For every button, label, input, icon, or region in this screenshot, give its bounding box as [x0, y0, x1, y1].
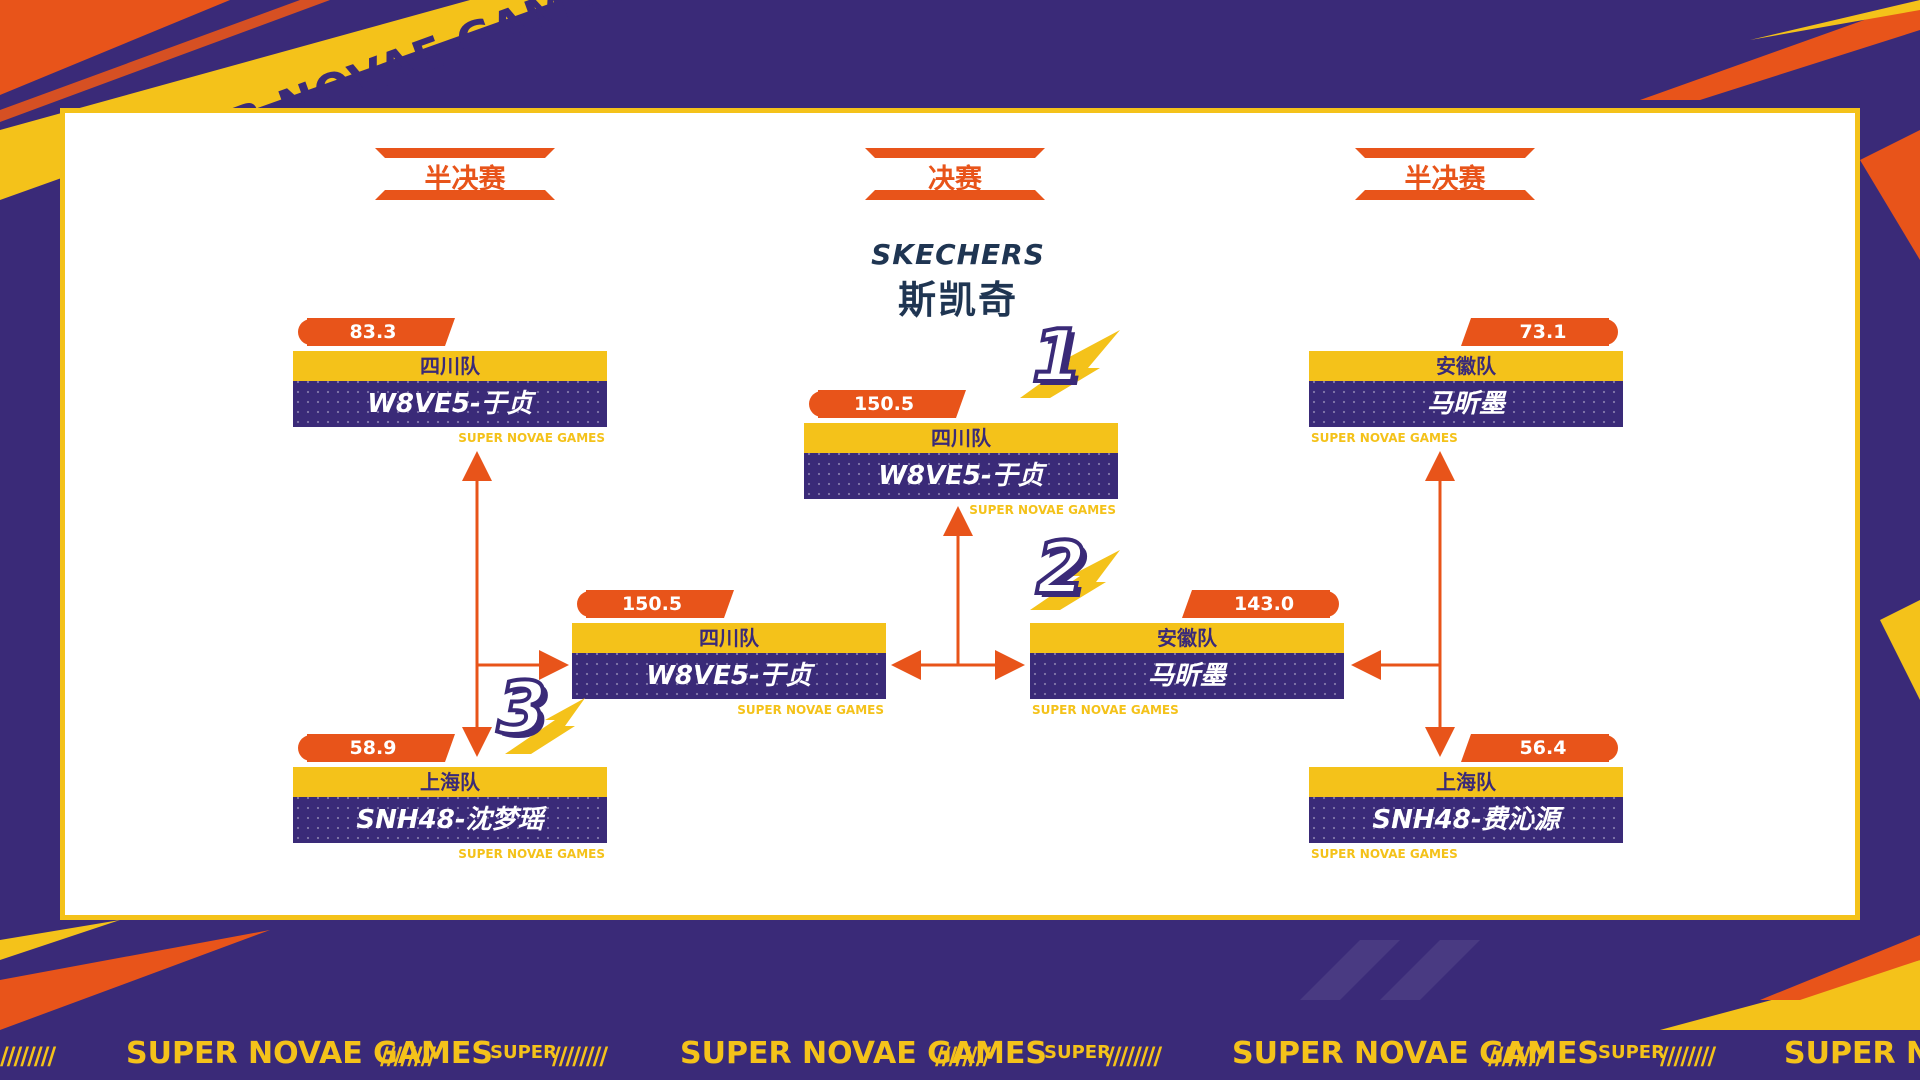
- score-value: 73.1: [1519, 321, 1567, 343]
- rank-number: 1: [1030, 312, 1084, 400]
- hatch-deco: ////////: [1488, 1042, 1544, 1070]
- score-tab: 56.4: [1453, 734, 1623, 762]
- lightning-bolt-icon: [505, 698, 585, 754]
- rank-badge-first: 1: [1010, 312, 1120, 400]
- team-name: 四川队: [293, 351, 607, 381]
- stage-label: 决赛: [928, 164, 982, 195]
- player-name-bar: SNH48-沈梦瑶: [293, 797, 607, 843]
- team-name: 安徽队: [1030, 623, 1344, 653]
- player-card-semi-left-top: 83.3 四川队 W8VE5-于贞 SUPER NOVAE GAMES: [293, 318, 607, 452]
- score-tab: 150.5: [572, 590, 742, 618]
- hatch-deco: ////////: [552, 1042, 608, 1070]
- player-name: SNH48-沈梦瑶: [356, 805, 544, 835]
- card-watermark: SUPER NOVAE GAMES: [737, 703, 884, 717]
- banner-text: SUPER NOVAE GAMES: [126, 1036, 493, 1071]
- banner-text: SUPER NOVAE GAMES: [1232, 1036, 1599, 1071]
- player-name-bar: SNH48-费沁源: [1309, 797, 1623, 843]
- card-watermark: SUPER NOVAE GAMES: [458, 431, 605, 445]
- hatch-deco: ////////: [935, 1042, 991, 1070]
- flame-score-icon: [1461, 734, 1618, 762]
- player-name: SNH48-费沁源: [1372, 805, 1560, 835]
- player-name: W8VE5-于贞: [646, 661, 812, 691]
- banner-mini-logo: SUPER: [1598, 1042, 1665, 1063]
- flame-score-icon: [298, 734, 455, 762]
- team-name: 上海队: [1309, 767, 1623, 797]
- card-watermark: SUPER NOVAE GAMES: [1311, 431, 1458, 445]
- stage-header-left: 半决赛: [375, 148, 555, 200]
- sponsor-name-en: SKECHERS: [871, 238, 1045, 271]
- team-name: 上海队: [293, 767, 607, 797]
- banner-text: SUPER NOVAE GAMES: [680, 1036, 1047, 1071]
- card-watermark: SUPER NOVAE GAMES: [458, 847, 605, 861]
- score-tab: 83.3: [293, 318, 463, 346]
- score-value: 58.9: [349, 737, 397, 759]
- flame-score-icon: [809, 390, 966, 418]
- score-value: 56.4: [1519, 737, 1567, 759]
- player-name: W8VE5-于贞: [878, 461, 1044, 491]
- player-name: 马昕墨: [1426, 389, 1505, 419]
- player-card-champion: 150.5 四川队 W8VE5-于贞 SUPER NOVAE GAMES: [804, 390, 1118, 524]
- sponsor-name-cn: 斯凯奇: [897, 278, 1018, 322]
- stage-label: 半决赛: [1404, 164, 1486, 195]
- banner-text: SUPER NOVAE GAMES: [1784, 1036, 1920, 1071]
- player-name-bar: 马昕墨: [1030, 653, 1344, 699]
- hatch-deco: ////////: [0, 1042, 56, 1070]
- player-card-semi-right-top: 73.1 安徽队 马昕墨 SUPER NOVAE GAMES: [1309, 318, 1623, 452]
- team-name: 四川队: [804, 423, 1118, 453]
- score-tab: 58.9: [293, 734, 463, 762]
- hatch-deco: ////////: [1106, 1042, 1162, 1070]
- rank-badge-third: 3: [495, 664, 605, 760]
- stage-ribbon-icon: [1355, 148, 1535, 200]
- score-value: 150.5: [853, 393, 915, 415]
- player-name: 马昕墨: [1147, 661, 1226, 691]
- score-value: 150.5: [621, 593, 683, 615]
- rank-number: 2: [1034, 524, 1088, 612]
- flame-score-icon: [577, 590, 734, 618]
- card-watermark: SUPER NOVAE GAMES: [969, 503, 1116, 517]
- stage-header-right: 半决赛: [1355, 148, 1535, 200]
- player-card-semi-left-bottom: 58.9 上海队 SNH48-沈梦瑶 SUPER NOVAE GAMES: [293, 734, 607, 868]
- player-name-bar: 马昕墨: [1309, 381, 1623, 427]
- rank-number: 3: [495, 664, 549, 752]
- banner-mini-logo: SUPER: [1044, 1042, 1111, 1063]
- team-name: 四川队: [572, 623, 886, 653]
- stage-header-center: 决赛: [865, 148, 1045, 200]
- hatch-deco: ////////: [1660, 1042, 1716, 1070]
- player-card-semi-right-bottom: 56.4 上海队 SNH48-费沁源 SUPER NOVAE GAMES: [1309, 734, 1623, 868]
- bottom-banner: //////// SUPER NOVAE GAMES //////// SUPE…: [0, 1030, 1920, 1080]
- team-name: 安徽队: [1309, 351, 1623, 381]
- player-name-bar: W8VE5-于贞: [572, 653, 886, 699]
- flame-score-icon: [1182, 590, 1339, 618]
- player-name-bar: W8VE5-于贞: [804, 453, 1118, 499]
- flame-score-icon: [1461, 318, 1618, 346]
- player-card-final-right: 143.0 安徽队 马昕墨 SUPER NOVAE GAMES: [1030, 590, 1344, 724]
- player-name-bar: W8VE5-于贞: [293, 381, 607, 427]
- score-tab: 150.5: [804, 390, 974, 418]
- lightning-bolt-icon: [1020, 330, 1120, 398]
- banner-mini-logo: SUPER: [490, 1042, 557, 1063]
- player-card-final-left: 150.5 四川队 W8VE5-于贞 SUPER NOVAE GAMES: [572, 590, 886, 724]
- sponsor-logo: SKECHERS 斯凯奇: [846, 238, 1070, 324]
- card-watermark: SUPER NOVAE GAMES: [1032, 703, 1179, 717]
- flame-score-icon: [298, 318, 455, 346]
- stage-ribbon-icon: [375, 148, 555, 200]
- stage-label: 半决赛: [424, 164, 506, 195]
- hatch-deco: ////////: [380, 1042, 436, 1070]
- stage-ribbon-icon: [865, 148, 1045, 200]
- score-tab: 143.0: [1174, 590, 1344, 618]
- rank-badge-second: 2: [1030, 524, 1140, 616]
- card-watermark: SUPER NOVAE GAMES: [1311, 847, 1458, 861]
- lightning-bolt-icon: [1030, 550, 1120, 610]
- player-name: W8VE5-于贞: [367, 389, 533, 419]
- score-value: 83.3: [349, 321, 397, 343]
- score-value: 143.0: [1233, 593, 1295, 615]
- score-tab: 73.1: [1453, 318, 1623, 346]
